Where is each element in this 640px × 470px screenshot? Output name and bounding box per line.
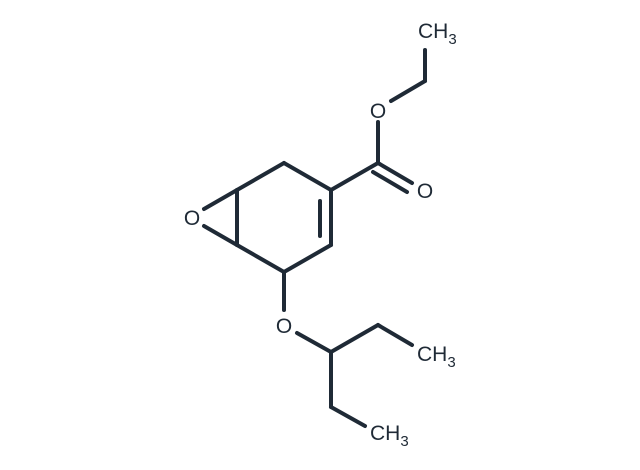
carbonyl-oxygen-label: O — [417, 180, 433, 203]
bond-carbonyl-double-1 — [376, 161, 414, 185]
ether-oxygen-label: O — [276, 315, 292, 338]
bond-epoxide-upper — [202, 188, 239, 211]
ch3-right-main: CH — [417, 343, 447, 366]
bond-ch2-ch3-bottom — [329, 405, 367, 428]
epoxide-oxygen-label: O — [184, 207, 200, 230]
ch3-top-main: CH — [418, 20, 448, 43]
ch3-top-label: CH3 — [418, 20, 457, 48]
ester-oxygen-label: O — [370, 100, 386, 123]
bond-layer — [202, 48, 427, 428]
bond-ring-c6-c1 — [282, 161, 333, 192]
bond-ch-ch2-right — [329, 323, 380, 354]
bond-ch2-ch3-right — [376, 323, 414, 347]
ch3-top-subscript: 3 — [448, 31, 456, 48]
bond-ring-c3-c4 — [235, 243, 286, 274]
bond-ring-c2-c3 — [282, 243, 333, 274]
bond-ring-c5-c6 — [235, 161, 286, 192]
atom-label-layer: O O O O CH3 CH3 CH3 — [184, 20, 457, 450]
bond-carbonyl-ring — [329, 161, 380, 192]
ch3-bottom-main: CH — [370, 422, 400, 445]
ch3-right-subscript: 3 — [447, 354, 455, 371]
bond-carbonyl-double-2 — [371, 170, 409, 194]
bond-ether-o-ch — [295, 331, 333, 354]
bond-ch2-ester-o — [389, 79, 427, 103]
bond-epoxide-lower — [202, 224, 239, 247]
ch3-right-label: CH3 — [417, 343, 456, 371]
ch3-bottom-label: CH3 — [370, 422, 409, 450]
ch3-bottom-subscript: 3 — [400, 433, 408, 450]
